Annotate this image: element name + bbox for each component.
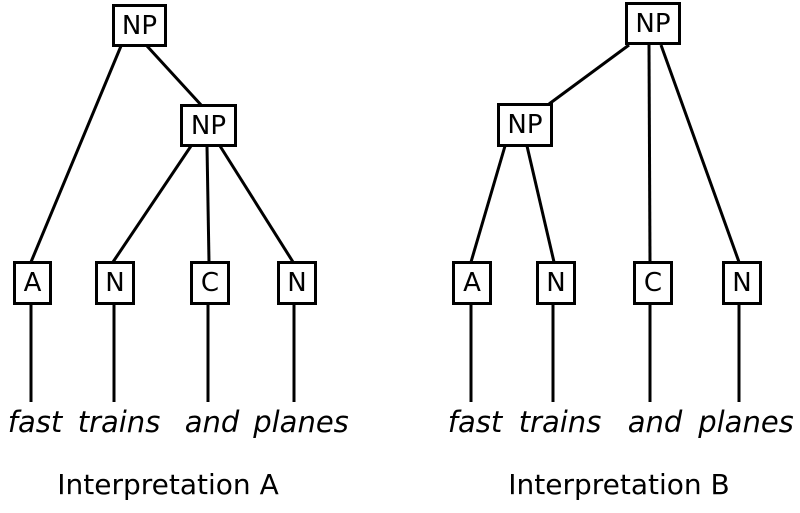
tree-a-word-fast: fast bbox=[7, 405, 63, 439]
edge-b-root-to-noun2 bbox=[659, 44, 741, 263]
edge-a-inner-to-conj bbox=[205, 145, 211, 263]
tree-a-conj-node: C bbox=[190, 261, 230, 305]
tree-a-noun1-node: N bbox=[95, 261, 135, 305]
edge-a-root-to-adjective bbox=[29, 45, 123, 263]
tree-b-word-and: and bbox=[627, 405, 683, 439]
edge-a-inner-to-noun2 bbox=[218, 145, 295, 263]
tree-b-caption: Interpretation B bbox=[508, 468, 730, 501]
tree-a-word-trains: trains bbox=[77, 405, 161, 439]
tree-b-root-np-node: NP bbox=[625, 2, 681, 45]
tree-a-inner-np-node: NP bbox=[180, 104, 237, 147]
edge-b-inner-to-noun1 bbox=[525, 145, 556, 263]
tree-a-adjective-node: A bbox=[13, 261, 52, 305]
edge-b-root-to-conj bbox=[647, 44, 652, 263]
tree-b-adjective-node: A bbox=[452, 261, 492, 305]
tree-a-caption: Interpretation A bbox=[57, 468, 279, 501]
tree-a-root-np-node: NP bbox=[112, 4, 167, 47]
tree-b-word-trains: trains bbox=[518, 405, 602, 439]
tree-a-noun2-node: N bbox=[277, 261, 317, 305]
tree-b-noun2-node: N bbox=[722, 261, 762, 305]
tree-a-word-planes: planes bbox=[253, 405, 349, 439]
edge-a-root-to-inner-np bbox=[145, 44, 204, 108]
edge-a-inner-to-noun1 bbox=[111, 145, 193, 263]
tree-b-noun1-node: N bbox=[536, 261, 576, 305]
tree-a-word-and: and bbox=[184, 405, 240, 439]
tree-b-word-fast: fast bbox=[447, 405, 503, 439]
edge-b-root-to-inner-np bbox=[548, 43, 630, 106]
tree-b-inner-np-node: NP bbox=[497, 103, 553, 147]
tree-b-word-planes: planes bbox=[698, 405, 794, 439]
edge-b-inner-to-adjective bbox=[469, 145, 507, 263]
tree-b-conj-node: C bbox=[633, 261, 673, 305]
